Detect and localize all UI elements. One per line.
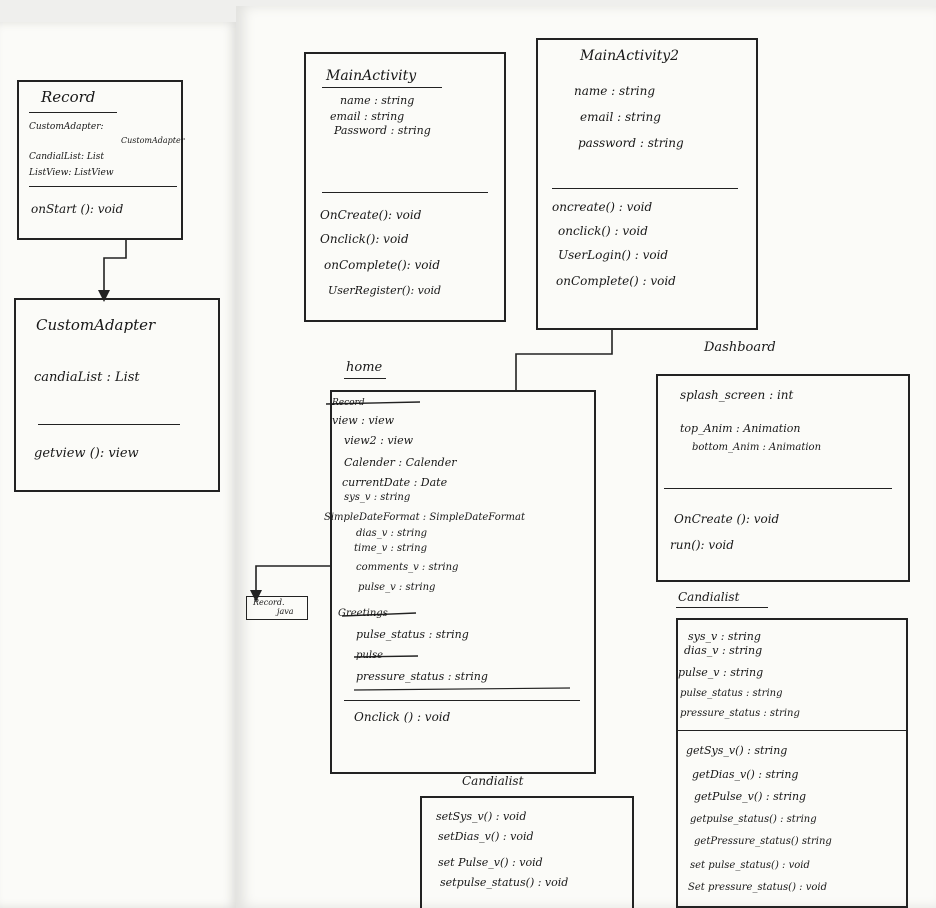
- dashboard-attr: bottom_Anim : Animation: [692, 442, 822, 453]
- left-page: [0, 22, 238, 908]
- candialist-right-divider: [678, 730, 906, 731]
- custom-adapter-class-box: CustomAdapter candiaList : List getview …: [14, 298, 220, 492]
- record-divider: [29, 186, 177, 187]
- record-method: onStart (): void: [31, 202, 124, 216]
- main-activity-divider: [322, 192, 488, 193]
- candialist-bottom-method: setDias_v() : void: [438, 830, 534, 843]
- main-activity-method: UserRegister(): void: [328, 284, 442, 297]
- home-attr: Calender : Calender: [344, 456, 457, 469]
- record-attr: ListView: ListView: [29, 168, 114, 178]
- custom-adapter-title: CustomAdapter: [36, 316, 156, 334]
- home-attr: Greetings: [338, 608, 388, 619]
- home-class-box: Record view : view view2 : view Calender…: [324, 390, 596, 774]
- main-activity2-attr: password : string: [578, 136, 684, 150]
- main-activity2-class-box: MainActivity2 name : string email : stri…: [536, 38, 758, 330]
- candialist-right-attr: pulse_status : string: [680, 688, 783, 699]
- record-java-line1: Record.: [253, 598, 285, 607]
- candialist-right-method: getpulse_status() : string: [690, 814, 817, 825]
- record-title: Record: [41, 88, 96, 106]
- main-activity2-title: MainActivity2: [580, 48, 680, 64]
- home-attr: view : view: [332, 414, 395, 427]
- home-attr: pulse: [356, 650, 384, 661]
- home-method: Onclick () : void: [354, 710, 451, 724]
- dashboard-attr: top_Anim : Animation: [680, 422, 801, 435]
- main-activity-title-underline: [322, 87, 442, 88]
- dashboard-divider: [664, 488, 892, 489]
- home-attr: currentDate : Date: [342, 476, 448, 489]
- main-activity2-method: onclick() : void: [558, 224, 648, 238]
- home-title: home: [346, 360, 383, 375]
- custom-adapter-method: getview (): view: [34, 446, 139, 461]
- main-activity2-method: oncreate() : void: [552, 200, 653, 214]
- home-attr: comments_v : string: [356, 562, 459, 573]
- main-activity2-divider: [552, 188, 738, 189]
- candialist-right-title-underline: [676, 607, 768, 608]
- home-attr: sys_v : string: [344, 492, 411, 503]
- candialist-right-title: Candialist: [678, 590, 740, 604]
- record-class-box: Record CustomAdapter: CustomAdapter Cand…: [17, 80, 185, 240]
- home-attr: pressure_status : string: [356, 670, 488, 683]
- main-activity2-attr: email : string: [580, 110, 661, 124]
- dashboard-title: Dashboard: [704, 340, 776, 355]
- main-activity2-method: onComplete() : void: [556, 274, 676, 288]
- home-title-underline: [344, 378, 386, 379]
- candialist-right-method: getPressure_status() string: [694, 836, 832, 847]
- record-attr: CandialList: List: [29, 152, 105, 162]
- record-attr: CustomAdapter:: [29, 122, 104, 132]
- home-attr: dias_v : string: [356, 528, 428, 539]
- main-activity-method: onComplete(): void: [324, 258, 441, 272]
- candialist-right-attr: pulse_v : string: [678, 666, 764, 679]
- home-attr: SimpleDateFormat : SimpleDateFormat: [324, 512, 525, 523]
- candialist-bottom-method: setSys_v() : void: [436, 810, 527, 823]
- dashboard-class-box: splash_screen : int top_Anim : Animation…: [656, 374, 910, 582]
- custom-adapter-attr: candiaList : List: [34, 370, 140, 385]
- home-attr: Record: [332, 398, 365, 408]
- home-attr: time_v : string: [354, 543, 427, 554]
- main-activity-attr: email : string: [330, 110, 405, 123]
- candialist-bottom-method: set Pulse_v() : void: [438, 856, 543, 869]
- record-java-line2: java: [277, 607, 294, 616]
- main-activity-class-box: MainActivity name : string email : strin…: [304, 52, 506, 322]
- record-title-divider: [29, 112, 117, 113]
- candialist-right-method: Set pressure_status() : void: [688, 882, 827, 893]
- main-activity-attr: name : string: [340, 94, 415, 107]
- candialist-right-method: getSys_v() : string: [686, 744, 788, 757]
- dashboard-method: run(): void: [670, 538, 734, 552]
- main-activity2-attr: name : string: [574, 84, 655, 98]
- dashboard-method: OnCreate (): void: [674, 512, 780, 526]
- record-java-box: Record. java: [246, 596, 308, 620]
- candialist-right-method: getPulse_v() : string: [694, 790, 807, 803]
- custom-adapter-divider: [38, 424, 180, 425]
- candialist-right-attr: sys_v : string: [688, 630, 761, 643]
- candialist-bottom-title: Candialist: [462, 774, 524, 788]
- record-attr: CustomAdapter: [121, 136, 185, 145]
- candialist-right-method: set pulse_status() : void: [690, 860, 810, 871]
- candialist-right-attr: pressure_status : string: [680, 708, 800, 719]
- candialist-bottom-class-box: setSys_v() : void setDias_v() : void set…: [420, 796, 634, 908]
- home-attr: pulse_status : string: [356, 628, 469, 641]
- right-page: [236, 6, 936, 908]
- dashboard-attr: splash_screen : int: [680, 388, 794, 402]
- candialist-right-method: getDias_v() : string: [692, 768, 799, 781]
- main-activity-method: OnCreate(): void: [320, 208, 422, 222]
- home-attr: pulse_v : string: [358, 582, 436, 593]
- main-activity-title: MainActivity: [326, 68, 417, 84]
- candialist-bottom-method: setpulse_status() : void: [440, 876, 569, 889]
- candialist-right-class-box: sys_v : string dias_v : string pulse_v :…: [676, 618, 908, 908]
- home-divider: [344, 700, 580, 701]
- main-activity2-method: UserLogin() : void: [558, 248, 669, 262]
- home-attr: view2 : view: [344, 434, 414, 447]
- main-activity-attr: Password : string: [334, 124, 431, 137]
- candialist-right-attr: dias_v : string: [684, 644, 763, 657]
- main-activity-method: Onclick(): void: [320, 232, 409, 246]
